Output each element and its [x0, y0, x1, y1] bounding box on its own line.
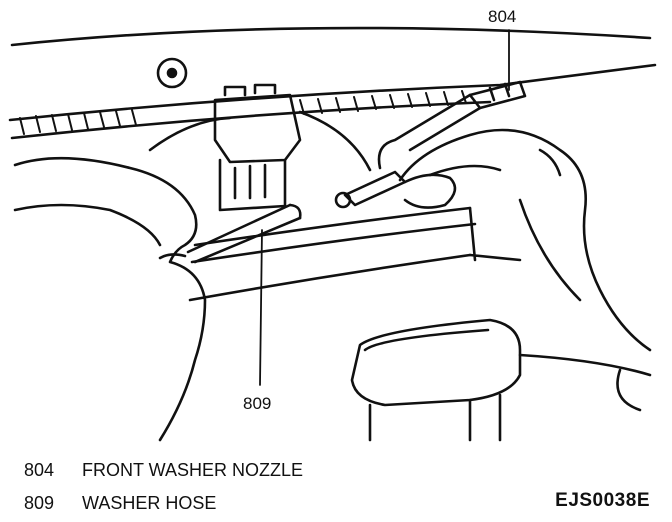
legend-text: WASHER HOSE — [82, 493, 217, 513]
callout-804: 804 — [488, 7, 517, 26]
washer-hose — [186, 203, 302, 264]
motor-housing — [213, 93, 302, 164]
figure-code: EJS0038E — [555, 490, 650, 511]
seal-teeth — [19, 90, 467, 135]
legend-row-nozzle: 804 FRONT WASHER NOZZLE — [24, 460, 303, 481]
hood-seal — [8, 63, 657, 122]
right-hand — [398, 128, 652, 352]
legend-number: 804 — [24, 460, 55, 480]
washer-nozzle-diagram — [8, 26, 657, 442]
legend-row-hose: 809 WASHER HOSE — [24, 493, 216, 514]
reservoir-cap — [350, 318, 522, 407]
seal-lower — [10, 100, 492, 140]
bolt-ring — [156, 57, 188, 89]
callout-809: 809 — [243, 394, 272, 413]
washer-nozzle — [343, 170, 407, 207]
callout-809-leader — [259, 229, 263, 386]
hood-edge — [10, 26, 652, 47]
cowl-panel — [193, 206, 472, 247]
grille-arc — [148, 116, 232, 152]
left-hand — [13, 156, 207, 442]
legend-number: 809 — [24, 493, 55, 513]
legend-text: FRONT WASHER NOZZLE — [82, 460, 304, 480]
